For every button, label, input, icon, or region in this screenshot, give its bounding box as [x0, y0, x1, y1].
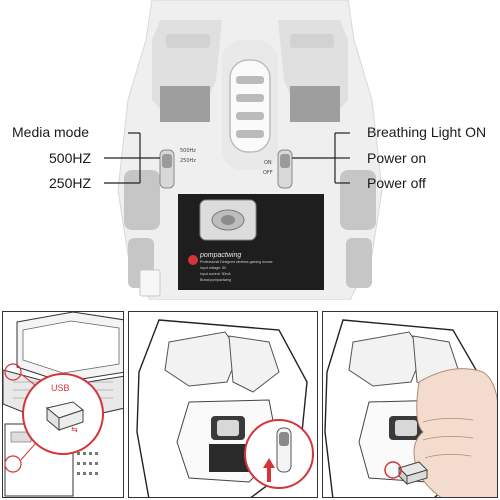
panel-slide-switch	[128, 311, 318, 498]
callout-media-mode: Media mode	[12, 124, 90, 140]
switch-500hz-label: 500Hz	[180, 148, 196, 154]
hand-inserting-receiver-illustration	[324, 319, 497, 497]
panel-insert-receiver	[322, 311, 498, 498]
laptop-and-receiver-illustration: ⇆	[3, 312, 123, 497]
sticker-line-3: Input current: 30mA	[200, 272, 231, 276]
panel-usb-receiver: ⇆ USB	[2, 311, 124, 498]
sticker-line-1: Professional Designed wireless gaming mo…	[200, 260, 273, 264]
sticker-line-4: Brand:pompactwing	[200, 278, 231, 282]
sticker-brand: pompactwing	[200, 252, 242, 259]
sticker-line-2: Input voltage: 5V	[200, 266, 227, 270]
left-callout-lines	[104, 132, 350, 184]
switch-250hz-label: 250Hz	[180, 158, 196, 164]
callout-breathing-light: Breathing Light ON	[367, 124, 487, 140]
receiver-usb-label: USB	[51, 383, 70, 393]
switch-on-label: ON	[264, 160, 272, 166]
callout-power-off: Power off	[367, 175, 426, 191]
switch-off-label: OFF	[263, 170, 273, 176]
callout-power-on: Power on	[367, 150, 427, 166]
callout-500hz: 500HZ	[49, 150, 92, 166]
mouse-underside-photo	[117, 0, 383, 300]
mouse-switch-illustration	[136, 319, 314, 497]
callout-250hz: 250HZ	[49, 175, 92, 191]
svg-text:⇆: ⇆	[71, 425, 78, 434]
